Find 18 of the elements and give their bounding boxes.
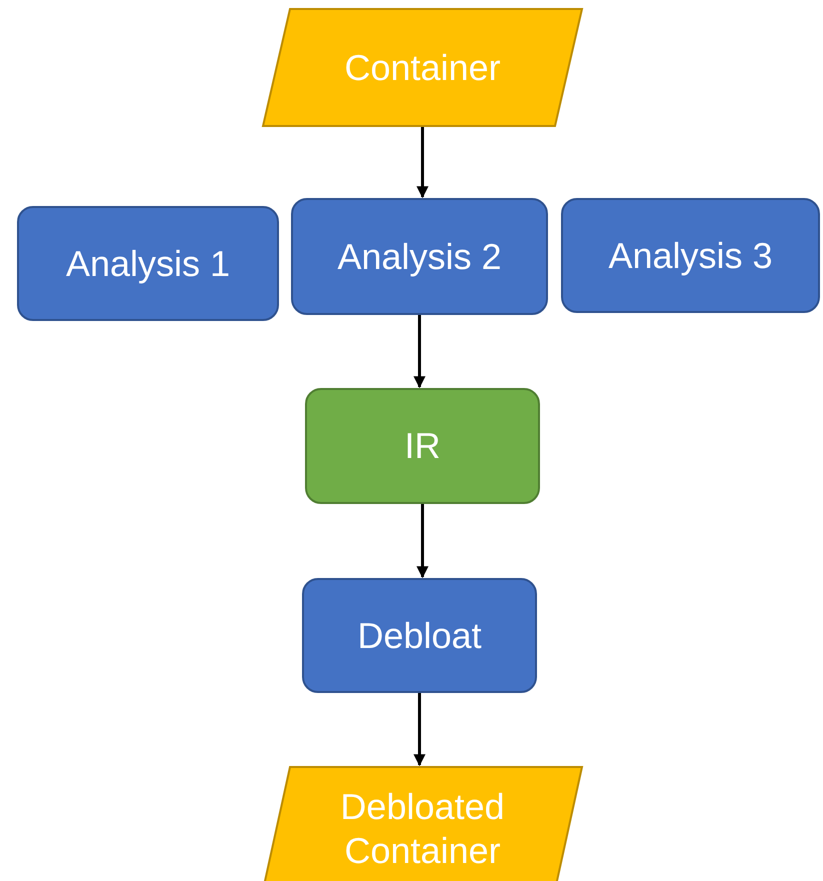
node-label: Debloat [357, 614, 482, 658]
node-label: Analysis 2 [337, 234, 502, 278]
process-box [561, 198, 820, 313]
process-box [302, 578, 537, 693]
process-box [17, 206, 279, 321]
data-parallelogram [262, 8, 583, 127]
node-label: Analysis 1 [66, 242, 230, 286]
arrow [414, 315, 426, 388]
node-label: Container [344, 46, 501, 90]
arrow [416, 504, 428, 578]
node-label: Analysis 3 [608, 234, 773, 278]
arrow [416, 127, 428, 198]
node-label: Debloated Container [339, 785, 506, 872]
arrow [414, 693, 426, 766]
node-label: IR [404, 424, 440, 468]
data-parallelogram [262, 766, 583, 881]
process-box [291, 198, 548, 315]
process-box [305, 388, 540, 504]
